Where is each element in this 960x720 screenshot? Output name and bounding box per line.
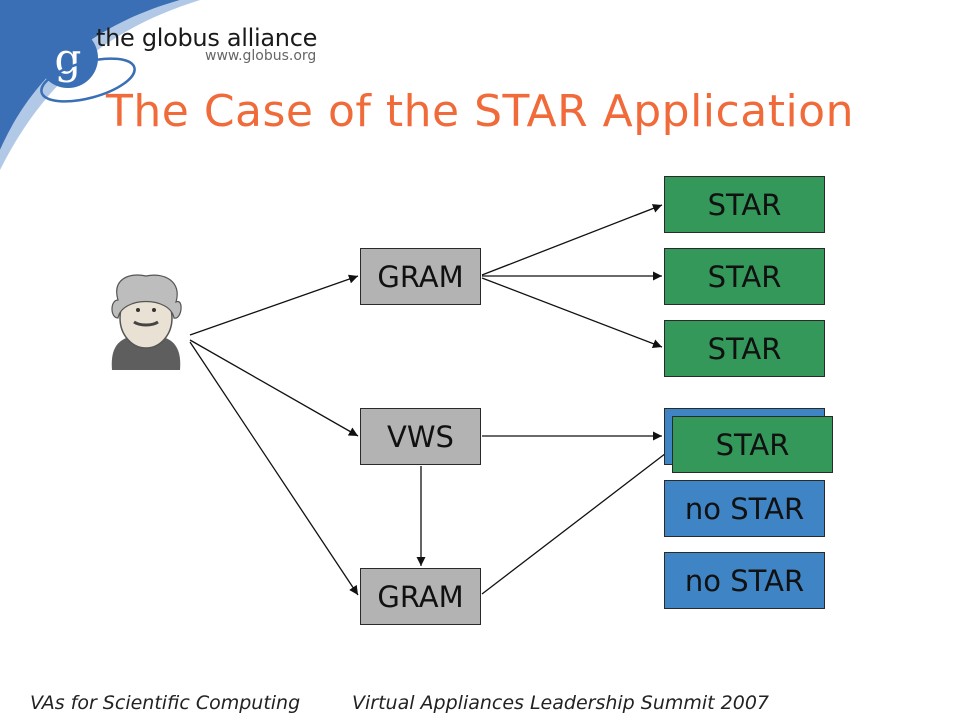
star-box-3: STAR	[664, 320, 825, 377]
star-box-1: STAR	[664, 176, 825, 233]
star-box-4-label: STAR	[715, 427, 790, 462]
vws-box: VWS	[360, 408, 481, 465]
star-box-1-label: STAR	[707, 187, 782, 222]
star-box-4: STAR	[672, 416, 833, 473]
footer-left: VAs for Scientific Computing	[30, 692, 301, 714]
star-box-2-label: STAR	[707, 259, 782, 294]
slide-title: The Case of the STAR Application	[106, 86, 854, 137]
gram-box-bottom: GRAM	[360, 568, 481, 625]
vws-box-label: VWS	[387, 419, 454, 454]
star-box-2: STAR	[664, 248, 825, 305]
arrow-gram-to-star-1	[481, 204, 663, 276]
arrow-user-to-vws	[189, 339, 359, 437]
gram-box-bottom-label: GRAM	[377, 579, 464, 614]
gram-box-top-label: GRAM	[377, 259, 464, 294]
arrow-user-to-gram-bottom	[189, 341, 359, 596]
brand-name: the globus alliance	[96, 24, 318, 52]
connector-arrows	[189, 204, 675, 596]
brand-url: www.globus.org	[205, 48, 317, 64]
scientist-portrait-icon	[111, 274, 182, 370]
star-box-3-label: STAR	[707, 331, 782, 366]
no-star-box-1-label: no STAR	[684, 491, 805, 526]
no-star-box-2: no STAR	[664, 552, 825, 609]
arrow-gram-bottom-to-star	[481, 446, 675, 595]
footer-right: Virtual Appliances Leadership Summit 200…	[352, 692, 770, 714]
globus-logo-icon: g	[38, 28, 136, 103]
gram-box-top: GRAM	[360, 248, 481, 305]
svg-text:g: g	[55, 34, 82, 83]
arrow-gram-to-star-3	[481, 277, 663, 348]
no-star-box-2-label: no STAR	[684, 563, 805, 598]
blue-swoosh	[0, 0, 180, 150]
no-star-box-1: no STAR	[664, 480, 825, 537]
arrow-user-to-gram-top	[189, 274, 359, 336]
